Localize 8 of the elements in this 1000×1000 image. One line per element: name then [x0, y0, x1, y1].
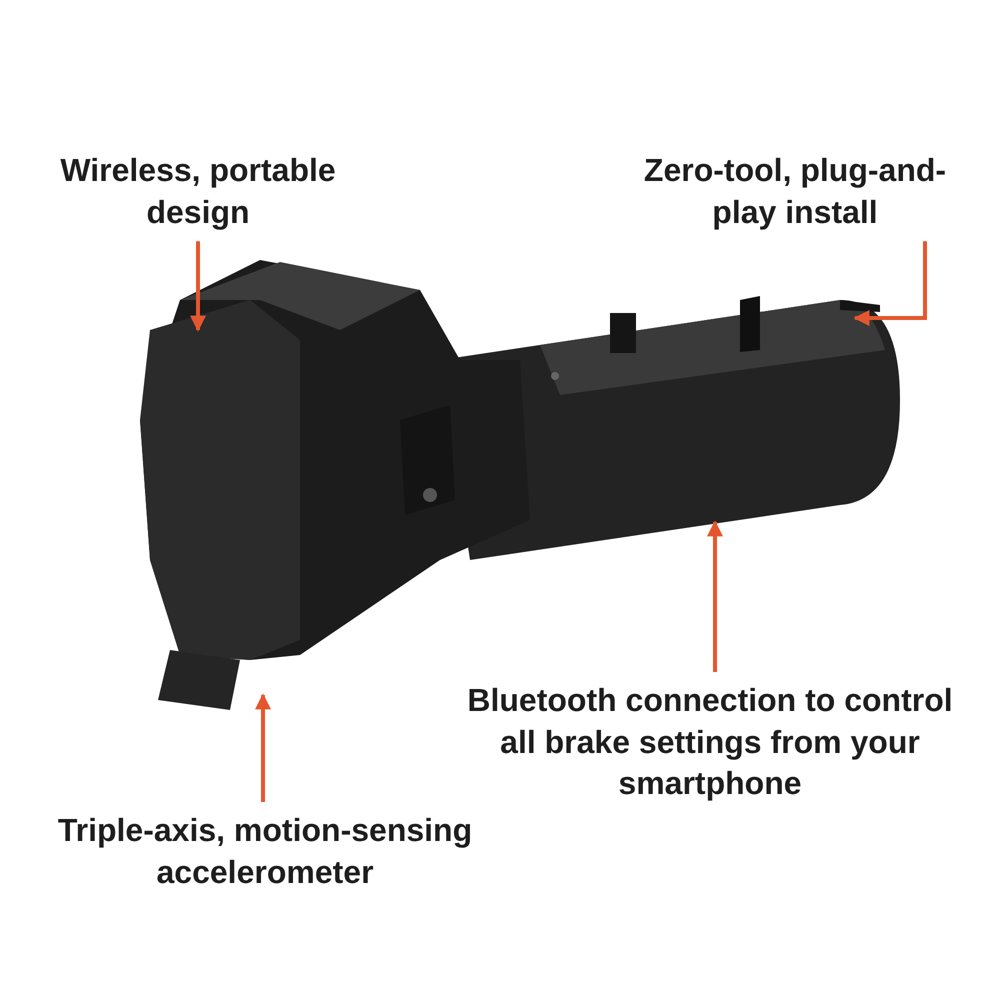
callout-text: Bluetooth connection to control all brake settings from your smartphone: [466, 681, 954, 804]
callout-arrow: [190, 241, 206, 332]
callout-text: Zero-tool, plug-and-play install: [642, 151, 948, 232]
callout-arrow: [255, 693, 271, 802]
callout-arrow: [707, 520, 723, 672]
callout-text: Triple-axis, motion-sensing accelerometer: [56, 811, 474, 892]
callout-arrow: [853, 241, 927, 326]
callout-text: Wireless, portable design: [59, 151, 337, 232]
